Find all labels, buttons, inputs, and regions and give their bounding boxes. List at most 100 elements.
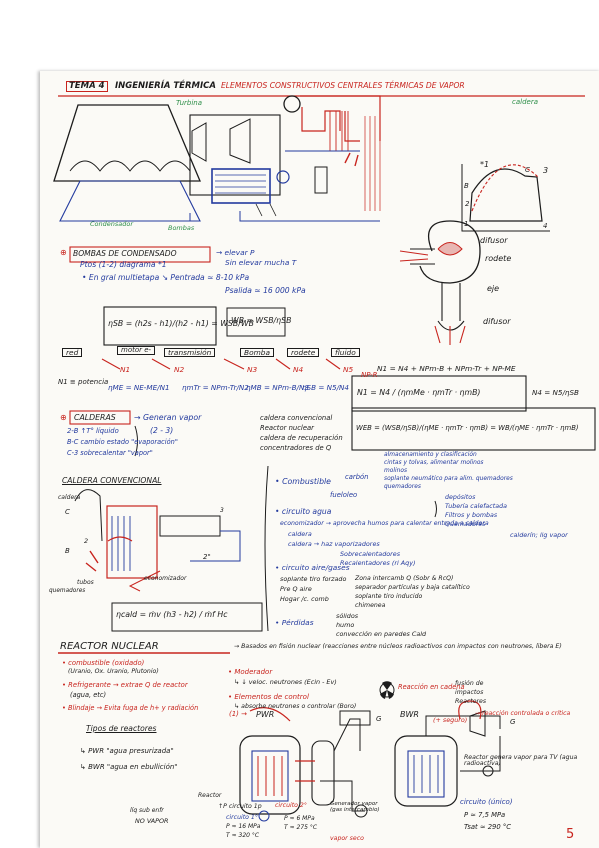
ts-point-b: B — [464, 182, 469, 190]
pump-label-rodete: rodete — [485, 254, 512, 263]
caldera-row: caldera — [288, 530, 312, 538]
calderin-label: calderín; lig vapor — [510, 531, 568, 539]
liquido-subenfriado: líq sub enfr — [130, 807, 164, 814]
reactor-moderador-2: ↳ ↓ veloc. neutrones (Ecin - Ev) — [234, 678, 337, 686]
perdidas-label: • Pérdidas — [275, 618, 314, 627]
circuito-2: circuito 2° — [275, 802, 307, 809]
np-r-loss: NP-R — [361, 371, 378, 379]
page-title: ELEMENTOS CONSTRUCTIVOS CENTRALES TÉRMIC… — [221, 81, 465, 90]
economizador-row: economizador → aprovecha humos para cale… — [280, 520, 489, 527]
notebook-page: TEMA 4 INGENIERÍA TÉRMICA ELEMENTOS CONS… — [40, 71, 599, 848]
aire-item-3: Hogar /c. comb — [280, 595, 329, 603]
aire-item-2: Pre Q aire — [280, 585, 312, 593]
bwr-description: ↳ BWR "agua en ebullición" — [80, 763, 178, 771]
reactor-combustible-2: (Uranio, Ox. Uranio, Plutonio) — [68, 668, 159, 675]
diagram-c: C — [65, 508, 70, 516]
generador-vapor: Generador vapor (gas intercambio) — [330, 801, 380, 813]
condensador-label: Condensador — [90, 220, 134, 228]
circuito-1p: ↑P circuito 1p — [218, 803, 262, 810]
bwr-circuito: circuito (único) — [460, 798, 513, 806]
caldera-type-4: concentradores de Q — [260, 444, 332, 452]
eta-cald-formula: ηcald = ṁv (h3 - h2) / ṁf Hc — [116, 610, 228, 619]
bwr-note: (+ seguro) — [433, 716, 468, 724]
aire-right-3: soplante tiro inducido — [355, 593, 423, 600]
pwr-description: ↳ PWR "agua presurizada" — [80, 747, 174, 755]
circuito-aire-label: • circuito aire/gases — [275, 563, 350, 572]
n3-label: N3 — [247, 365, 258, 374]
bombas-sin-elevar: Sin elevar mucha T — [225, 258, 297, 267]
aire-right-2: separador partículas y baja catalítico — [355, 584, 470, 591]
caldera-row-2: caldera → haz vaporizadores — [288, 540, 380, 548]
caldera-item-2: B-C cambio estado "evaporación" — [67, 438, 178, 446]
eta-mtr: ηmTr = NPm-Tr/N2 — [182, 383, 249, 392]
n1-efficiency-equation: N1 = N4 / (ηmMe · ηmTr · ηmB) — [357, 388, 481, 397]
calderas-heading: CALDERAS — [74, 413, 116, 422]
caldera-type-1: caldera convencional — [260, 414, 333, 422]
recalentadores: Recalentadores (ri Aqy) — [340, 559, 416, 567]
chain-motor: motor e- — [117, 346, 156, 355]
diagram-quemadores: quemadores — [49, 588, 86, 594]
bombas-ptos: Ptos (1-2) diagrama *1 — [80, 260, 167, 269]
reactor-refrigerante-2: (agua, etc) — [70, 691, 107, 699]
ts-point-4: 4 — [543, 222, 548, 230]
turbine-block — [189, 114, 281, 196]
eta-mb: ηMB = NPm-B/N3 — [246, 383, 309, 392]
circuito-agua-label: • circuito agua — [275, 507, 332, 516]
fuel-item-3: Filtros y bombas — [445, 512, 498, 519]
reaccion-cadena: Reacción en cadena — [398, 683, 465, 691]
bombas-label: Bombas — [168, 224, 195, 232]
calderas-generan: → Generan vapor — [134, 413, 202, 422]
cooling-tower-icon — [53, 104, 201, 182]
diagram-2: 2 — [84, 537, 89, 545]
pump-label-difusor-2: difusor — [483, 317, 511, 326]
reactor-tag: Reactor — [198, 792, 222, 799]
perdidas-item-3: convección en paredes Cald — [336, 630, 427, 638]
chain-rodete: rodete — [287, 348, 320, 358]
eta-me: ηME = NE-ME/N1 — [108, 383, 170, 392]
fueloleo-label: fueloleo — [330, 491, 358, 499]
n1-label: N1 — [120, 365, 131, 374]
radiation-icon — [379, 681, 395, 699]
bwr-p: P ≈ 7,5 MPa — [464, 811, 506, 819]
pump-label-difusor: difusor — [480, 236, 508, 245]
fuel-item-4: Quemadores — [445, 521, 486, 528]
convencional-heading: CALDERA CONVENCIONAL — [62, 476, 162, 485]
subject-title: INGENIERÍA TÉRMICA — [115, 81, 216, 91]
diagram-economizador: economizador — [144, 575, 187, 582]
reactor-moderador: • Moderador — [228, 668, 273, 676]
aire-item-1: soplante tiro forzado — [280, 575, 347, 583]
fuel-item-1: depósitos — [445, 494, 476, 501]
calderas-range: (2 - 3) — [150, 426, 174, 435]
ts-point-2: 2 — [465, 200, 470, 208]
pwr-p2: P ≈ 6 MPa — [284, 815, 315, 822]
reactor-control: • Elementos de control — [228, 693, 309, 701]
ts-point-3: 3 — [543, 166, 549, 175]
ts-diagram-label: *1 — [480, 160, 490, 169]
perdidas-item-1: sólidos — [336, 612, 359, 620]
eta-sb-formula: ηSB = (h2s - h1)/(h2 - h1) = WSB/WB — [108, 319, 254, 328]
wb-formula: WB = WSB/ηSB — [231, 316, 292, 325]
hand-drawn-sketches — [53, 95, 596, 822]
perdidas-item-2: humo — [336, 621, 355, 629]
page-number: 5 — [566, 827, 575, 842]
reaccion-item-3: Reactores — [455, 698, 487, 705]
ts-point-c: C — [525, 166, 530, 174]
reactor-basados: → Basados en fisión nuclear (reacciones … — [234, 643, 562, 650]
centrifugal-pump-icon — [419, 220, 481, 284]
carbon-item-5: quemadores — [384, 484, 421, 490]
n2-label: N2 — [174, 365, 185, 374]
n4-equation: N4 = N5/ηSB — [532, 388, 579, 397]
reaccion-item-2: impactos — [455, 689, 484, 696]
diagram-2-double: 2" — [203, 553, 211, 561]
pump-icon — [276, 170, 290, 184]
chain-bomba: Bomba — [240, 348, 275, 358]
aire-right-1: Zona intercamb Q (Sobr & RcQ) — [355, 575, 454, 582]
bwr-label: BWR — [400, 710, 419, 719]
diagram-tubos: tubos — [77, 579, 94, 586]
n1-potencia: N1 ≡ potencia — [58, 378, 109, 386]
caldera-label: caldera — [512, 98, 539, 106]
section-marker-icon: ⊕ — [60, 248, 67, 257]
web-equation: WEB = (WSB/ηSB)/(ηME · ηmTr · ηmB) = WB/… — [356, 424, 579, 432]
drum-icon — [283, 95, 301, 113]
bwr-t: Tsat ≈ 290 °C — [464, 823, 512, 831]
